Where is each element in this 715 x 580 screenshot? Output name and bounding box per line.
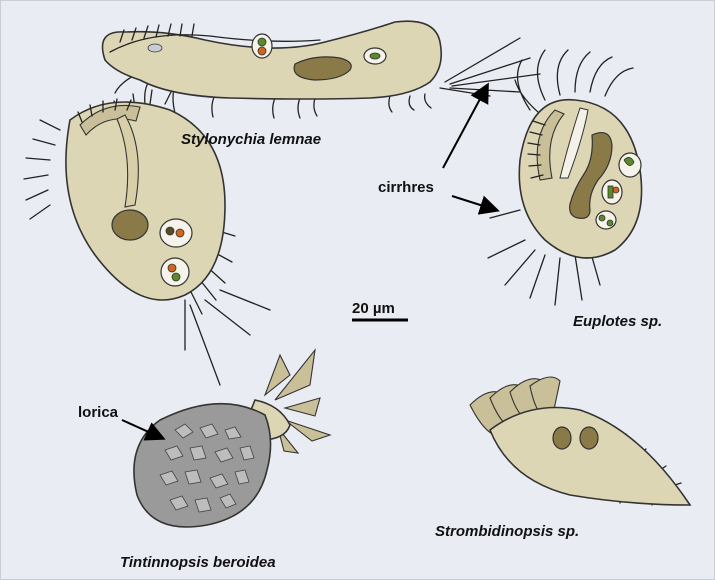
euplotes-cell	[488, 50, 642, 305]
label-scale: 20 µm	[352, 300, 395, 317]
label-cirrhres: cirrhres	[378, 179, 434, 196]
cirrhres-arrow-2-icon	[452, 196, 496, 210]
label-stylonychia: Stylonychia lemnae	[181, 131, 321, 148]
label-tintinnopsis: Tintinnopsis beroidea	[120, 554, 276, 571]
label-lorica: lorica	[78, 404, 119, 421]
strombidinopsis-cell	[470, 377, 690, 505]
tintinnopsis-cell	[134, 350, 330, 527]
stylonychia-lemnae-cell	[103, 21, 541, 118]
label-euplotes: Euplotes sp.	[573, 313, 662, 330]
cirrhres-arrow-icon	[443, 86, 487, 168]
label-strombidinopsis: Strombidinopsis sp.	[435, 523, 579, 540]
